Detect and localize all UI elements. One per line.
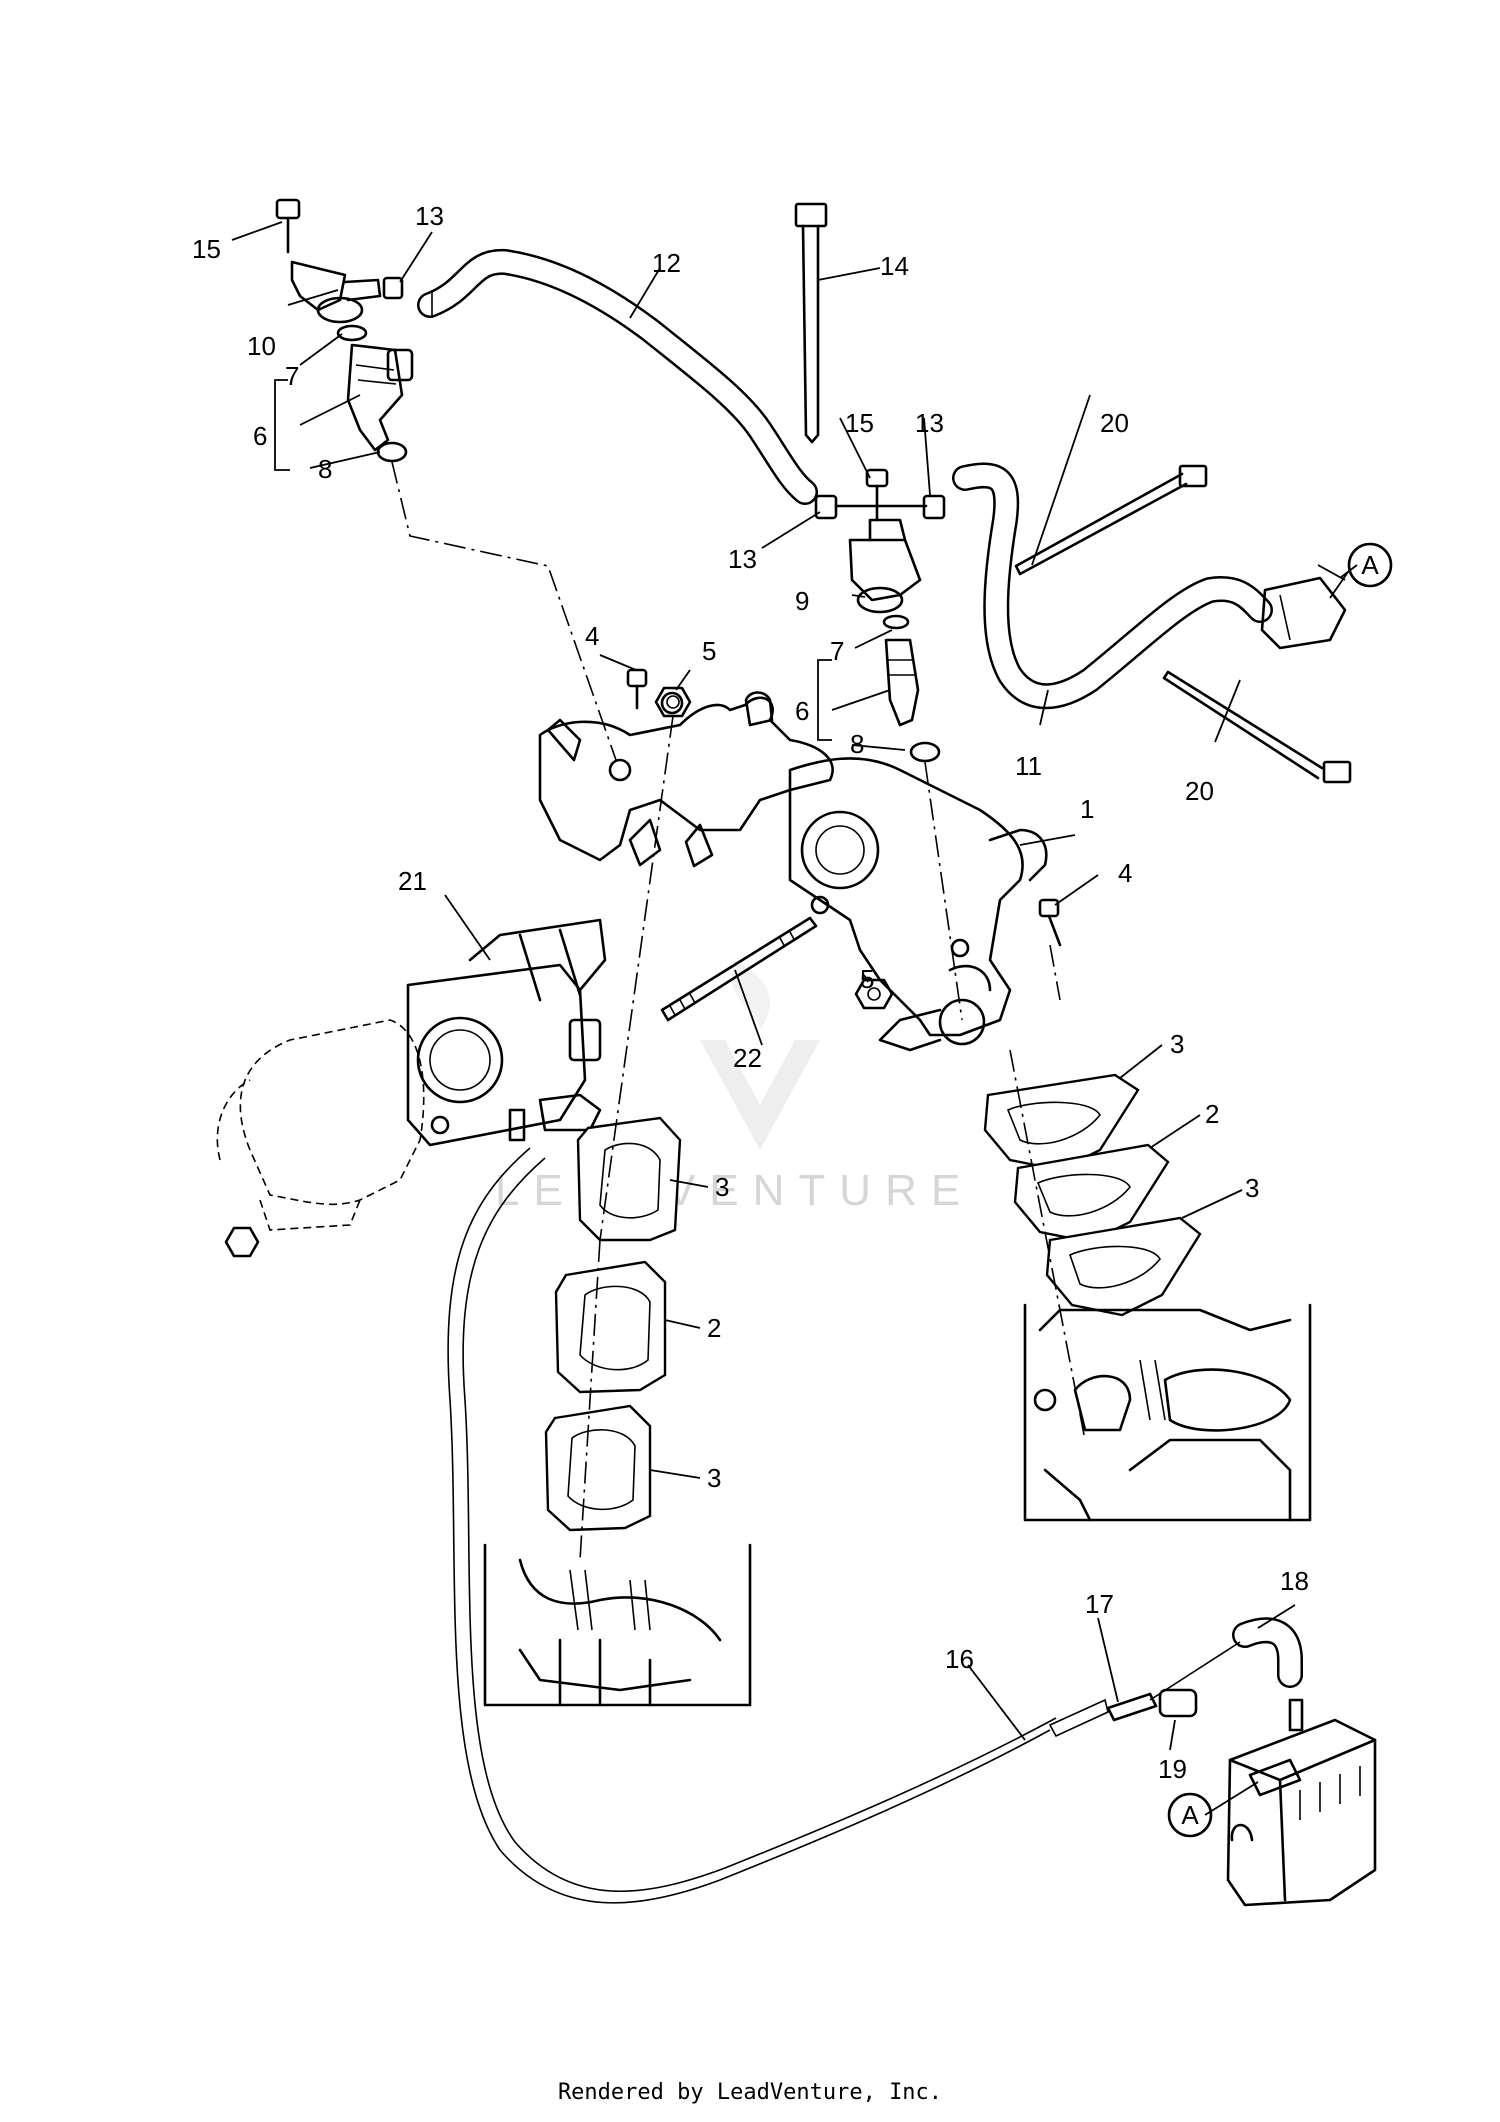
gasket-3-left-upper <box>576 1116 682 1242</box>
fuel-pump-module <box>1226 1698 1377 1907</box>
air-intake-duct-phantom <box>216 1019 425 1258</box>
label-15-left: 15 <box>192 234 221 264</box>
label-12: 12 <box>652 248 681 278</box>
label-5-lower: 5 <box>860 964 874 994</box>
injector-right-assembly <box>814 468 946 763</box>
cable-tie-14 <box>794 202 828 444</box>
label-2-right: 2 <box>1205 1099 1219 1129</box>
center-lines <box>391 461 1086 1561</box>
cable-tie-20-lower <box>1162 670 1352 784</box>
label-8-right: 8 <box>850 729 864 759</box>
hose-18 <box>1232 1617 1303 1688</box>
nut-5-lower <box>854 978 894 1010</box>
gasket-3-right-lower <box>1045 1216 1202 1317</box>
label-1: 1 <box>1080 794 1094 824</box>
stud-22 <box>660 916 818 1022</box>
cylinder-head-right-section <box>1023 1303 1312 1522</box>
bolt-4-upper <box>626 668 648 710</box>
label-21: 21 <box>398 866 427 896</box>
reference-callout-a-upper: A <box>1347 542 1393 588</box>
reference-callout-a-lower: A <box>1167 1792 1213 1838</box>
quick-connector <box>1260 576 1347 650</box>
label-8-left: 8 <box>318 454 332 484</box>
leader-lines <box>231 221 1358 1816</box>
injector-left-assembly <box>275 198 414 463</box>
watermark-logo <box>700 960 820 1150</box>
nut-5-upper <box>654 686 692 718</box>
gasket-3-right-upper <box>983 1073 1140 1172</box>
gasket-2-left <box>554 1260 667 1394</box>
fuel-hose-12 <box>417 248 818 505</box>
cable-tie-20-upper <box>1014 464 1208 576</box>
label-13-right: 13 <box>728 544 757 574</box>
footer-credit: Rendered by LeadVenture, Inc. <box>557 2080 943 2105</box>
label-2-left: 2 <box>707 1313 721 1343</box>
label-13-right-top: 13 <box>915 408 944 438</box>
bolt-4-right <box>1038 898 1062 947</box>
label-20-upper: 20 <box>1100 408 1129 438</box>
throttle-body <box>406 918 607 1147</box>
gasket-3-left-lower <box>544 1404 652 1532</box>
label-9: 9 <box>795 586 809 616</box>
label-14: 14 <box>880 251 909 281</box>
label-18: 18 <box>1280 1566 1309 1596</box>
label-4-upper: 4 <box>585 621 599 651</box>
label-7-right: 7 <box>830 636 844 666</box>
label-6-right: 6 <box>795 696 809 726</box>
label-6-left: 6 <box>253 421 267 451</box>
label-22: 22 <box>733 1043 762 1073</box>
label-3-left-lower: 3 <box>707 1463 721 1493</box>
intake-manifold <box>538 691 1048 1052</box>
label-3-left-upper: 3 <box>715 1172 729 1202</box>
cap-19 <box>1158 1688 1198 1718</box>
label-20-lower: 20 <box>1185 776 1214 806</box>
label-3-right-lower: 3 <box>1245 1173 1259 1203</box>
label-3-right-upper: 3 <box>1170 1029 1184 1059</box>
label-4-right: 4 <box>1118 858 1132 888</box>
label-19: 19 <box>1158 1754 1187 1784</box>
label-17: 17 <box>1085 1589 1114 1619</box>
watermark-text: LEADVENTURE <box>495 1166 974 1215</box>
svg-text:A: A <box>1361 550 1379 580</box>
cylinder-head-left-section <box>483 1543 752 1707</box>
part-labels: 15 13 12 14 10 7 6 8 15 13 20 13 9 7 4 5… <box>192 201 1309 1784</box>
label-11: 11 <box>1015 751 1042 781</box>
label-5-upper: 5 <box>702 636 716 666</box>
label-10: 10 <box>247 331 276 361</box>
label-15-right: 15 <box>845 408 874 438</box>
hose-17 <box>1106 1641 1241 1722</box>
label-7-left: 7 <box>285 361 299 391</box>
label-13-left: 13 <box>415 201 444 231</box>
label-16: 16 <box>945 1644 974 1674</box>
svg-text:A: A <box>1181 1800 1199 1830</box>
breather-hose-16 <box>447 1147 1109 1904</box>
fuel-hose-11 <box>952 462 1273 710</box>
